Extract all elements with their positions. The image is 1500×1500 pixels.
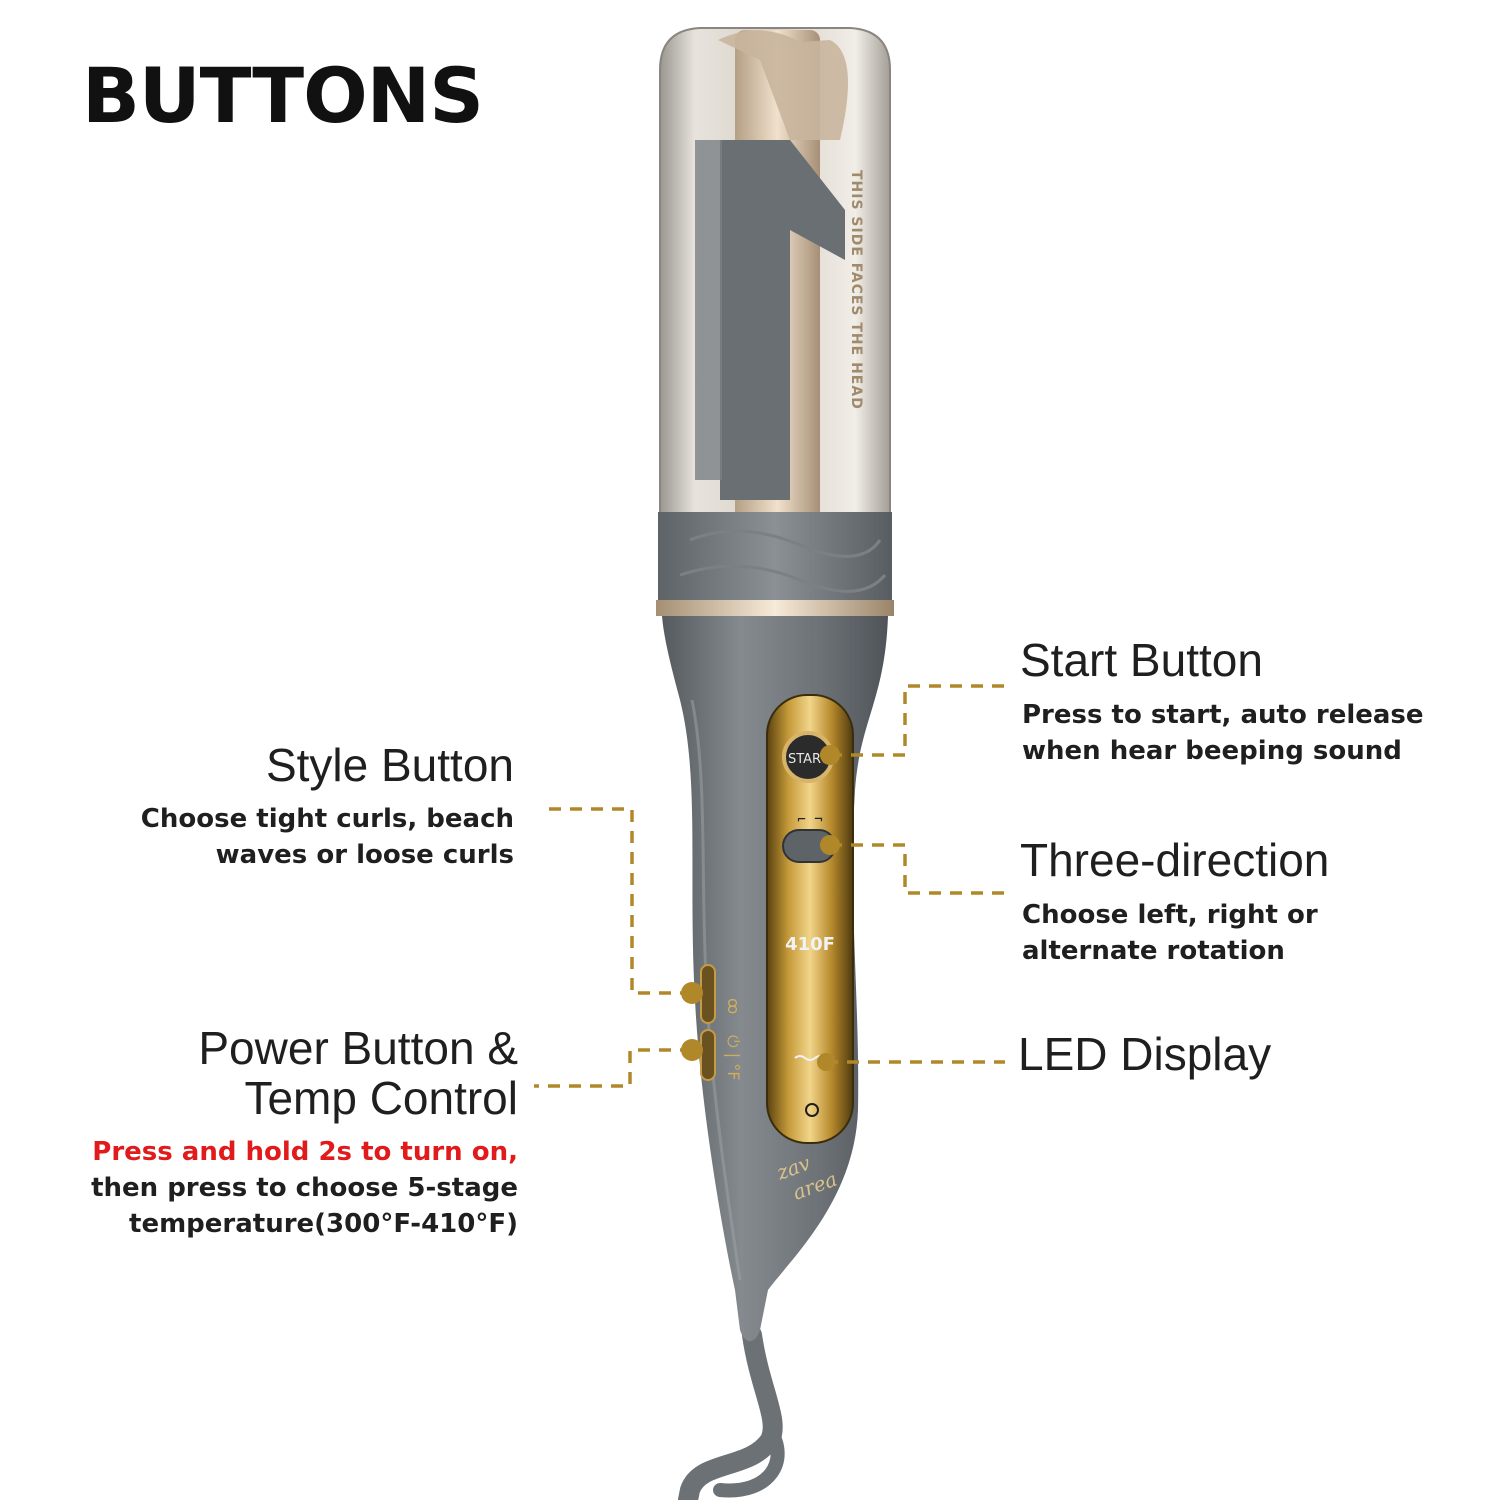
power-leader-line (534, 1048, 692, 1088)
power-desc-line: then press to choose 5-stage (91, 1173, 518, 1203)
start-leader-line (830, 684, 1005, 757)
start-desc-line: Press to start, auto release (1022, 700, 1424, 730)
style-button-graphic (700, 964, 716, 1024)
direction-desc: Choose left, right or alternate rotation (1022, 897, 1318, 969)
style-leader-line (540, 807, 692, 995)
direction-desc-line: Choose left, right or (1022, 900, 1318, 930)
power-warning: Press and hold 2s to turn on, (92, 1137, 518, 1167)
direction-indicators: ⌐ ¬ (797, 812, 822, 828)
led-display-heading: LED Display (1018, 1028, 1272, 1080)
power-heading-line: Power Button & (198, 1022, 518, 1074)
start-desc-line: when hear beeping sound (1022, 736, 1402, 766)
control-panel (766, 694, 854, 1144)
page-title: BUTTONS (82, 51, 484, 140)
rotation-collar (658, 512, 892, 602)
direction-desc-line: alternate rotation (1022, 936, 1285, 966)
style-button-heading: Style Button (265, 739, 514, 791)
power-symbol-icon: ⏻ | °F (724, 1035, 743, 1080)
accent-ring (656, 600, 894, 616)
shield-text: THIS SIDE FACES THE HEAD (848, 170, 864, 410)
start-button-heading: Start Button (1020, 634, 1263, 686)
power-heading-line: Temp Control (244, 1071, 518, 1124)
style-button-desc: Choose tight curls, beach waves or loose… (141, 801, 514, 873)
start-button-label: START (788, 752, 828, 767)
style-symbol-icon: ꝏ (724, 998, 743, 1014)
inner-clamp (720, 140, 845, 500)
start-button-desc: Press to start, auto release when hear b… (1022, 697, 1424, 769)
temperature-readout: 410F (785, 934, 835, 955)
power-button-heading: Power Button & Temp Control (198, 1022, 518, 1124)
power-button-desc: Press and hold 2s to turn on, then press… (91, 1134, 518, 1242)
direction-leader-line (830, 843, 1005, 895)
power-button-graphic (700, 1029, 716, 1081)
style-desc-line: waves or loose curls (215, 840, 514, 870)
power-desc-line: temperature(300°F-410°F) (129, 1209, 518, 1239)
timer-icon (805, 1103, 819, 1117)
style-desc-line: Choose tight curls, beach (140, 804, 514, 834)
direction-heading: Three-direction (1020, 834, 1330, 886)
